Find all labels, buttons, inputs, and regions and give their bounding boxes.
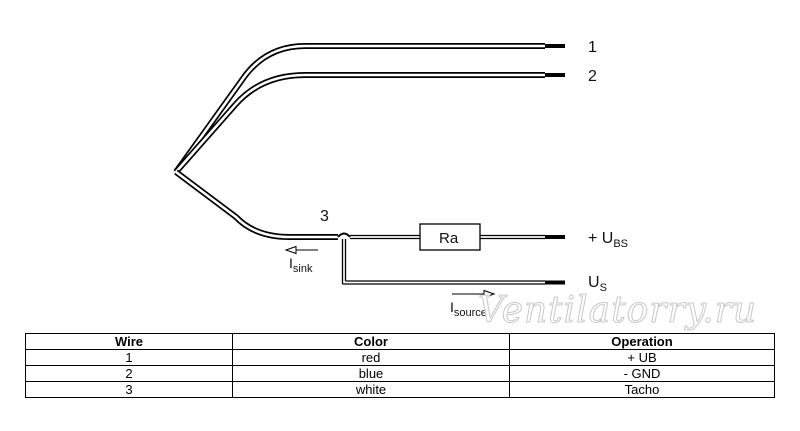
table-header-row: Wire Color Operation (25, 333, 775, 350)
resistor-ra (419, 223, 481, 251)
wiring-diagram: 1 2 3 Ra + UBS US Isink Isource (173, 39, 628, 319)
wire-3 (174, 169, 565, 285)
wire-1-label: 1 (588, 39, 597, 56)
current-source-label: Isource (450, 299, 487, 319)
wire-3-label: 3 (320, 208, 329, 225)
header-wire: Wire (25, 333, 233, 350)
wire-2-label: 2 (588, 68, 597, 85)
terminal-ubs-label: + UBS (588, 230, 628, 250)
resistor-label: Ra (439, 230, 459, 247)
watermark: Ventilatorry.ru (477, 290, 758, 332)
terminal-us-label: US (588, 274, 607, 294)
cell-color: blue (232, 365, 510, 382)
wire-table: Wire Color Operation 1 red + UB 2 blue -… (25, 333, 775, 398)
table-row: 3 white Tacho (25, 381, 775, 398)
current-sink-label: Isink (289, 255, 313, 275)
wire-1 (173, 43, 565, 174)
cell-wire: 1 (25, 349, 233, 366)
cell-operation: Tacho (509, 381, 775, 398)
table-row: 2 blue - GND (25, 365, 775, 382)
source-arrow (452, 289, 496, 299)
sink-arrow (284, 245, 318, 255)
header-operation: Operation (509, 333, 775, 350)
cell-wire: 2 (25, 365, 233, 382)
cell-color: white (232, 381, 510, 398)
cell-operation: + UB (509, 349, 775, 366)
cell-wire: 3 (25, 381, 233, 398)
wire-2 (173, 72, 565, 174)
cell-color: red (232, 349, 510, 366)
header-color: Color (232, 333, 510, 350)
table-row: 1 red + UB (25, 349, 775, 366)
cell-operation: - GND (509, 365, 775, 382)
